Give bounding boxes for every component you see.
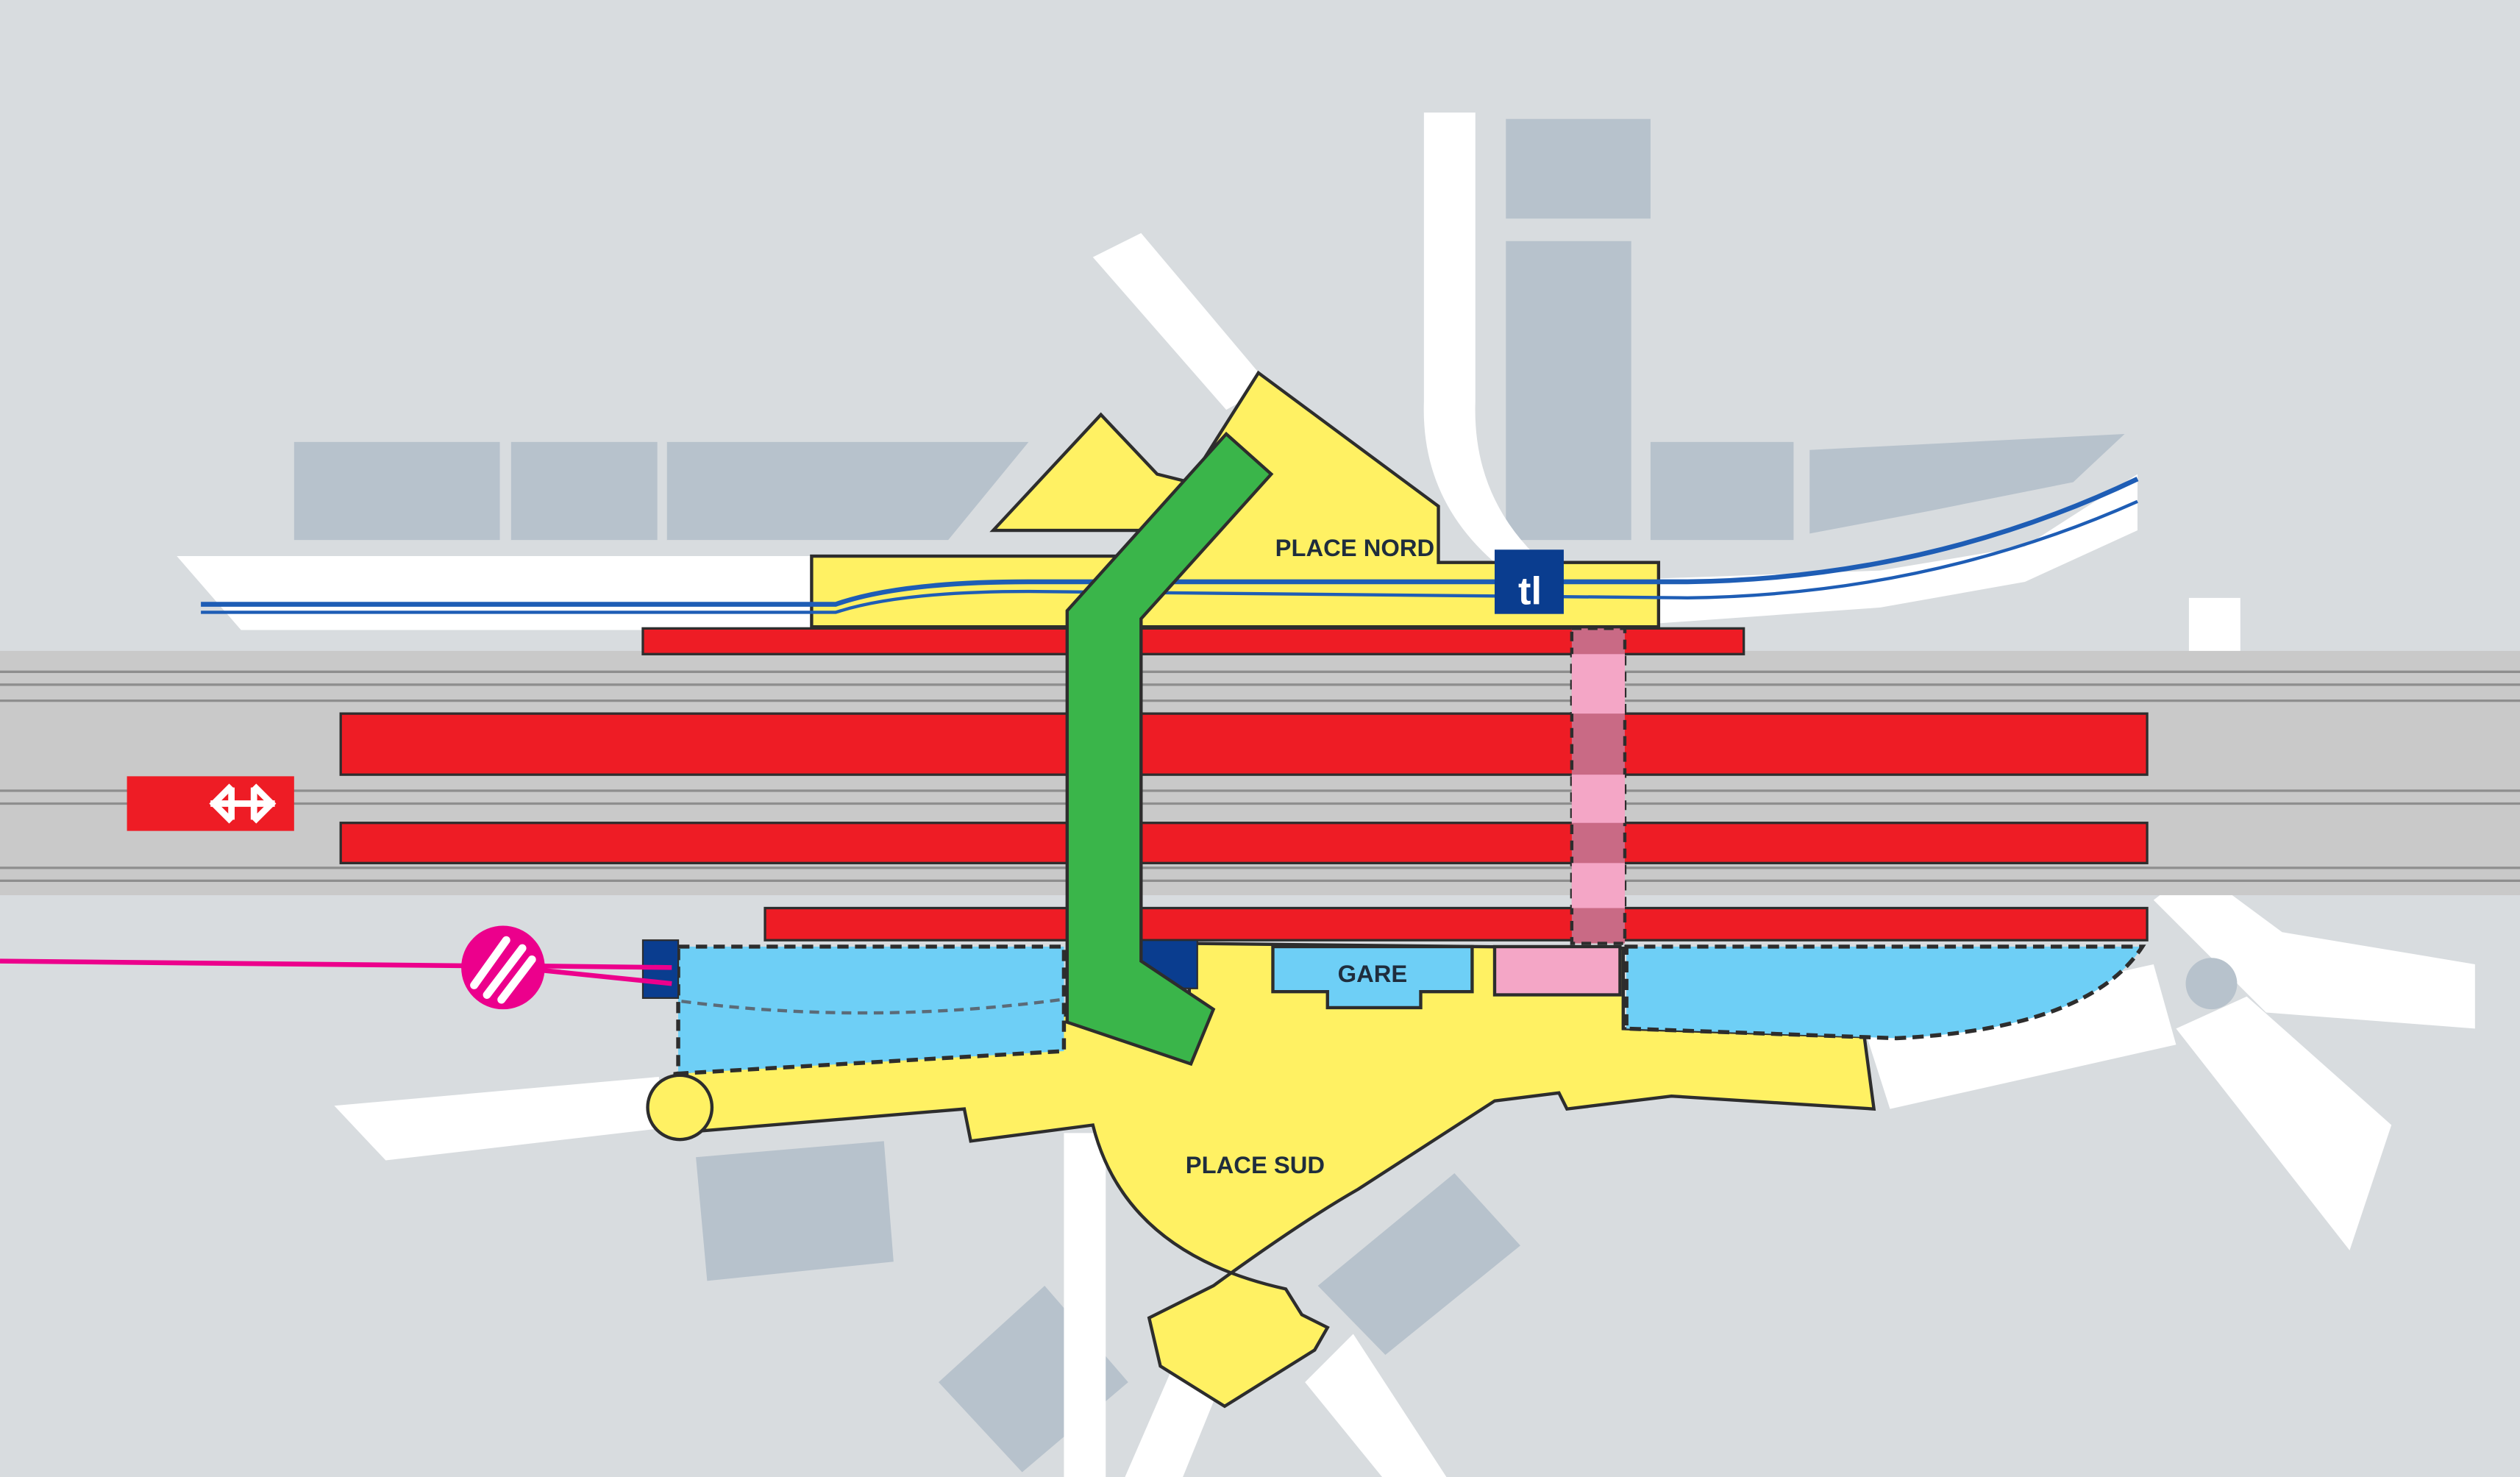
- building: [666, 441, 1029, 541]
- road: [2153, 867, 2475, 1029]
- gare-label: GARE: [1338, 960, 1408, 987]
- tram-line: [201, 499, 2138, 614]
- pedestrian-walkway: [1065, 431, 1274, 1067]
- shelters: [676, 944, 2146, 1076]
- tram-line: [201, 477, 2139, 607]
- road: [1092, 232, 1270, 410]
- metro-line: [0, 958, 672, 986]
- roundabout-icon: [2185, 958, 2238, 1010]
- road: [1064, 1133, 1106, 1477]
- road: [1305, 1334, 1447, 1477]
- tl-transport-logo-icon: tl: [1495, 549, 1564, 614]
- building: [1809, 433, 2125, 534]
- place-sud-plaza: [673, 942, 1876, 1409]
- place-sud-label: PLACE SUD: [1186, 1151, 1325, 1178]
- underpass-segment: [1571, 654, 1625, 714]
- gare-building: [1271, 944, 1474, 1010]
- road: [1125, 1366, 1222, 1477]
- road: [1423, 112, 1543, 563]
- road: [334, 1076, 663, 1161]
- building: [1506, 118, 1651, 219]
- building: [1317, 1173, 1520, 1355]
- place-nord-label: PLACE NORD: [1275, 534, 1435, 561]
- road: [1864, 964, 2176, 1109]
- building: [1506, 241, 1631, 541]
- road: [2176, 996, 2392, 1250]
- platform: [339, 712, 2149, 776]
- building: [696, 1141, 894, 1281]
- building: [510, 441, 658, 541]
- building: [293, 441, 500, 541]
- underpass-exit: [1492, 944, 1622, 997]
- underpass: [1570, 627, 1627, 945]
- bus-shelter-west: [676, 944, 1067, 1076]
- bus-shelter-east: [1624, 944, 2146, 1041]
- road: [177, 556, 812, 630]
- road: [1655, 474, 2138, 624]
- building: [1650, 441, 1794, 541]
- shelter-divider: [681, 997, 1061, 1015]
- junction-node: [646, 1073, 714, 1142]
- underpass-segment: [1571, 863, 1625, 908]
- sbb-railway-logo-icon: [127, 776, 294, 831]
- rail-lines: [0, 670, 2520, 883]
- tl-logo-text: tl: [1518, 571, 1542, 613]
- underpass-segment: [1571, 775, 1625, 823]
- platform: [641, 627, 1745, 655]
- metro-m-icon: [461, 925, 545, 1010]
- platform: [764, 906, 2149, 942]
- buildings: [293, 118, 2125, 1473]
- platforms: [339, 627, 2149, 942]
- platform: [339, 822, 2149, 864]
